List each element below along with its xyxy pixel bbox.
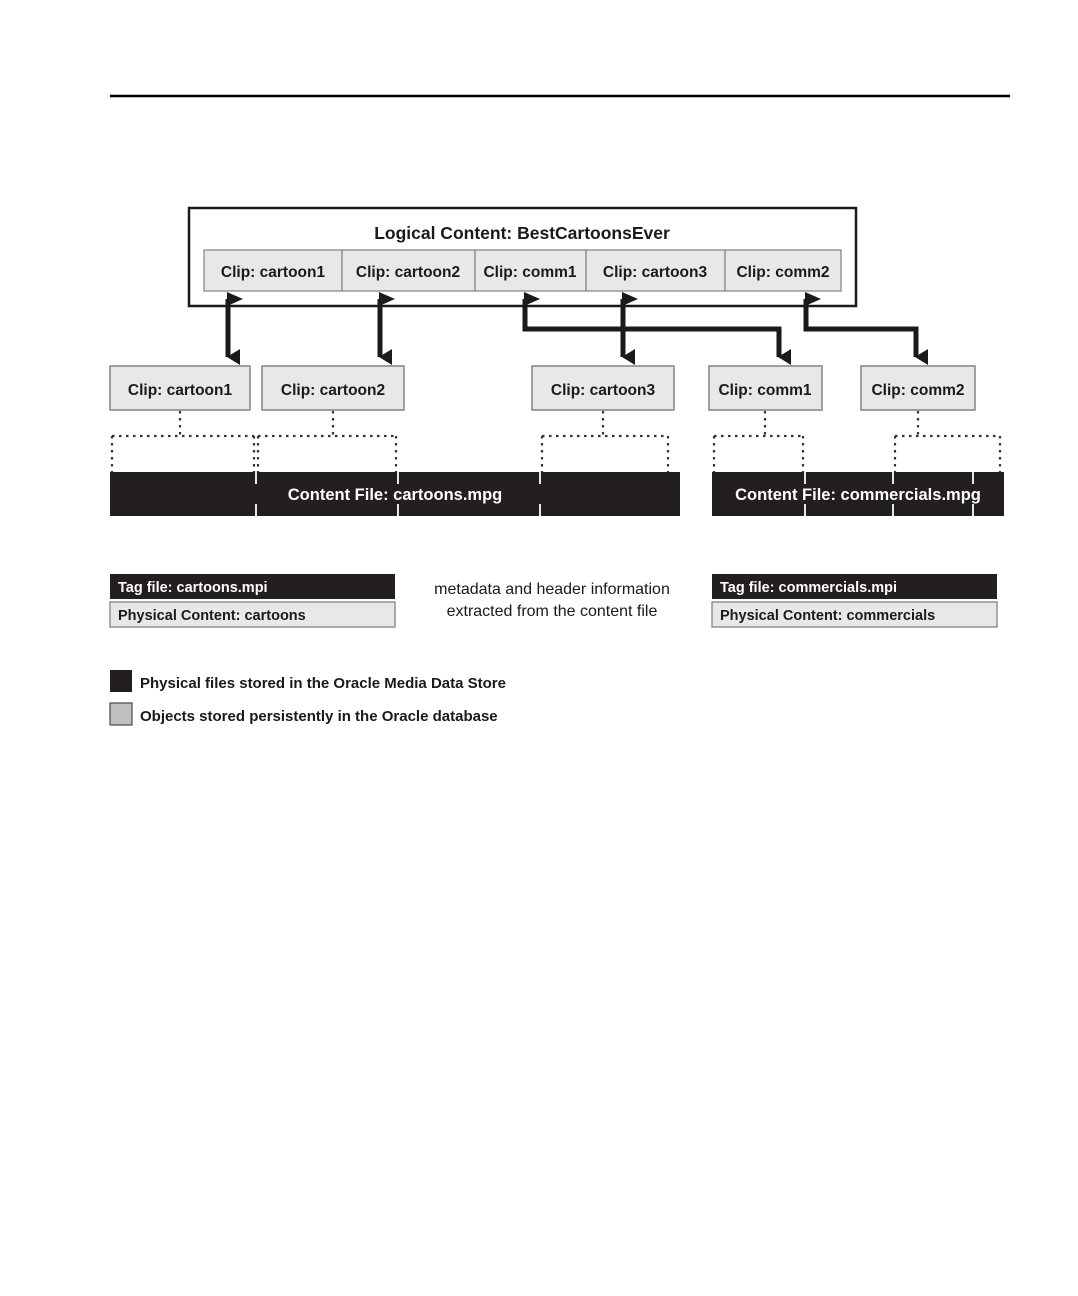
legend-swatch-light	[109, 702, 133, 726]
tag-file-label-commercials: Tag file: commercials.mpi	[720, 580, 897, 596]
physical-clip-label-cartoon2: Clip: cartoon2	[281, 382, 385, 399]
physical-clip-box-cartoon2[interactable]	[261, 365, 405, 411]
connectors	[225, 292, 928, 365]
tag-file-bar-commercials[interactable]	[712, 574, 997, 599]
dotted-brackets	[110, 411, 1002, 472]
physical-clip-box-cartoon3[interactable]	[531, 365, 675, 411]
logical-clip-cell-comm1[interactable]	[474, 249, 587, 292]
logical-clip-cell-comm2[interactable]	[724, 249, 842, 292]
physical-clip-label-cartoon1: Clip: cartoon1	[128, 382, 233, 399]
physical-clip-label-comm1: Clip: comm1	[718, 382, 811, 399]
dotted-bracket-comm1	[712, 411, 805, 472]
logical-clip-cell-cartoon3[interactable]	[585, 249, 726, 292]
dotted-bracket-cartoon3	[540, 411, 670, 472]
connector-comm2	[803, 292, 928, 365]
tag-file-label-cartoons: Tag file: cartoons.mpi	[118, 580, 268, 596]
content-file-ticks-cartoons	[255, 472, 541, 516]
dotted-bracket-comm2	[893, 411, 1002, 472]
physical-content-boxes: Physical Content: cartoons Physical Cont…	[109, 601, 998, 628]
logical-content-title: Logical Content: BestCartoonsEver	[374, 223, 670, 243]
content-file-bars: Content File: cartoons.mpg Content File:…	[110, 472, 1004, 516]
physical-clip-boxes: Clip: cartoon1 Clip: cartoon2 Clip: cart…	[109, 365, 976, 411]
physical-content-box-commercials[interactable]	[711, 601, 998, 628]
content-file-bar-commercials[interactable]	[712, 472, 1004, 516]
content-file-label-cartoons: Content File: cartoons.mpg	[288, 486, 503, 504]
tag-file-bars: Tag file: cartoons.mpi Tag file: commerc…	[110, 574, 997, 599]
content-file-bar-cartoons[interactable]	[110, 472, 680, 516]
physical-content-label-commercials: Physical Content: commercials	[720, 608, 935, 624]
content-file-ticks-commercials	[804, 472, 974, 516]
tag-file-bar-cartoons[interactable]	[110, 574, 395, 599]
physical-content-label-cartoons: Physical Content: cartoons	[118, 608, 306, 624]
physical-content-box-cartoons[interactable]	[109, 601, 396, 628]
logical-clip-label-comm1: Clip: comm1	[483, 264, 576, 281]
logical-clip-cell-cartoon1[interactable]	[203, 249, 343, 292]
physical-clip-box-comm1[interactable]	[708, 365, 823, 411]
logical-clip-label-comm2: Clip: comm2	[736, 264, 829, 281]
dotted-bracket-cartoon1	[110, 411, 256, 472]
physical-clip-label-comm2: Clip: comm2	[871, 382, 964, 399]
annotation-line-1: metadata and header information	[434, 581, 670, 598]
dotted-bracket-cartoon2	[256, 411, 398, 472]
legend-label-light: Objects stored persistently in the Oracl…	[140, 708, 498, 725]
annotation-note: metadata and header information extracte…	[434, 581, 670, 620]
annotation-line-2: extracted from the content file	[447, 603, 658, 620]
logical-clip-label-cartoon2: Clip: cartoon2	[356, 264, 460, 281]
legend-label-dark: Physical files stored in the Oracle Medi…	[140, 675, 506, 692]
physical-clip-label-cartoon3: Clip: cartoon3	[551, 382, 656, 399]
legend: Physical files stored in the Oracle Medi…	[109, 670, 506, 726]
logical-clip-label-cartoon3: Clip: cartoon3	[603, 264, 708, 281]
logical-clip-cells: Clip: cartoon1 Clip: cartoon2 Clip: comm…	[203, 249, 842, 292]
logical-clip-label-cartoon1: Clip: cartoon1	[221, 264, 326, 281]
content-file-label-commercials: Content File: commercials.mpg	[735, 486, 981, 504]
legend-swatch-dark	[110, 670, 132, 692]
connector-comm1	[522, 292, 791, 365]
physical-clip-box-cartoon1[interactable]	[109, 365, 251, 411]
physical-clip-box-comm2[interactable]	[860, 365, 976, 411]
